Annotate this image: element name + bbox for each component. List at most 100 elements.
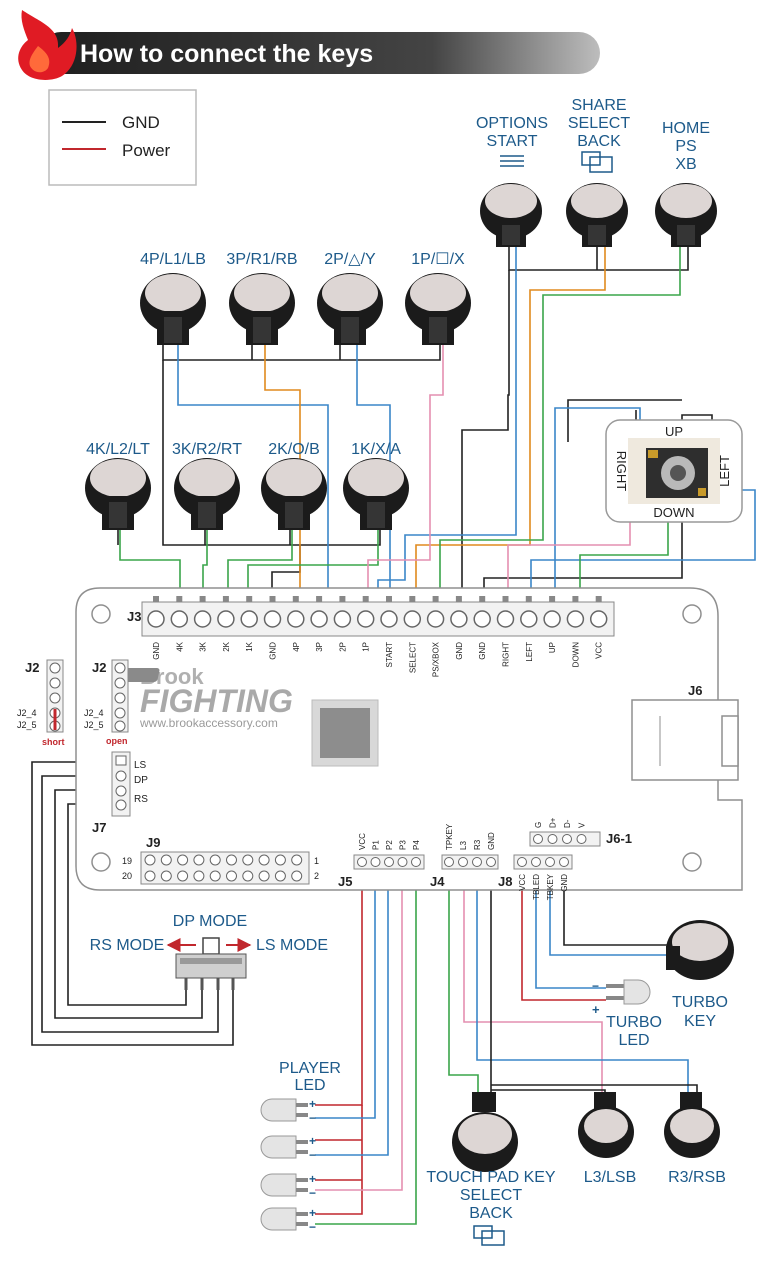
- j3-pin: [263, 610, 282, 628]
- row1-button-4[interactable]: [405, 273, 471, 345]
- home-label-2: PS: [675, 138, 696, 155]
- j2-short-pin5: J2_5: [17, 720, 37, 730]
- player-led-2: +−: [260, 1134, 316, 1162]
- j3-pin: [147, 610, 165, 628]
- header-bar: [40, 32, 600, 74]
- j9-pin: [226, 870, 237, 882]
- j2-short-state: short: [42, 737, 65, 747]
- led-plus-sign: +: [309, 1206, 316, 1220]
- j61pins-label: G: [534, 822, 543, 828]
- j9-pin: [258, 854, 270, 866]
- row2-buttons: [85, 458, 409, 530]
- j8pins-label: GND: [560, 874, 569, 892]
- joystick-up-label: UP: [665, 424, 683, 439]
- j9-pin: [193, 854, 205, 866]
- row1-label-3p: 3P/R1/RB: [226, 251, 297, 268]
- j3-pin-label: 2P: [338, 642, 347, 652]
- j4pins-pin: [486, 857, 496, 867]
- j9-pin: [177, 870, 189, 882]
- j2-open-label: J2: [92, 660, 106, 675]
- j2-short-pin4: J2_4: [17, 708, 37, 718]
- row1-button-2[interactable]: [229, 273, 295, 345]
- j5pins-pin: [384, 857, 394, 867]
- j3-pin-label: DOWN: [571, 642, 580, 668]
- led-minus-sign: −: [309, 1148, 316, 1162]
- share-button[interactable]: [566, 183, 628, 247]
- legend-gnd-label: GND: [122, 113, 160, 132]
- j4pins-pin: [444, 857, 454, 867]
- j3-pin: [403, 610, 422, 628]
- j9-pin: [160, 854, 172, 866]
- j3-pin: [496, 610, 515, 628]
- j3-pin-label: 2K: [222, 641, 231, 651]
- j3-pin-label: LEFT: [525, 642, 534, 662]
- touch-pad-label-2: SELECT: [460, 1187, 522, 1204]
- home-label-3: XB: [675, 156, 696, 173]
- j61pins-label: D-: [563, 819, 572, 828]
- j3-pin-label: 1P: [362, 642, 371, 652]
- j3-pin: [520, 610, 538, 628]
- j5pins-label: VCC: [358, 833, 367, 850]
- row1-button-1[interactable]: [140, 273, 206, 345]
- menu-icon: [500, 155, 524, 167]
- j9-pin: [274, 854, 286, 866]
- mode-switch[interactable]: DP MODE RS MODE LS MODE: [90, 913, 328, 990]
- touch-pad-label-3: BACK: [469, 1205, 513, 1222]
- j3-pin: [566, 610, 585, 628]
- j3-pin: [380, 610, 398, 628]
- j9-label: J9: [146, 835, 160, 850]
- j5pins-pin: [370, 857, 381, 867]
- option-button[interactable]: [480, 183, 542, 247]
- j8pins-label: TBKEY: [546, 873, 555, 900]
- row2-button-3[interactable]: [261, 458, 327, 530]
- j9-pin: [291, 854, 303, 866]
- j3-pin-label: PS/XBOX: [432, 641, 441, 677]
- player-leds: +−+−+−+−: [260, 1097, 316, 1234]
- j5pins-label: P2: [385, 840, 394, 850]
- j3-pin-label: 3K: [199, 641, 208, 651]
- j9-pin-2: 2: [314, 871, 319, 881]
- j5pins-pin: [411, 857, 421, 867]
- row1-button-3[interactable]: [317, 273, 383, 345]
- r3-button[interactable]: [664, 1092, 720, 1158]
- j61pins-pin: [576, 834, 587, 844]
- player-led-4: +−: [260, 1206, 316, 1234]
- brand-fighting: FIGHTING: [140, 683, 293, 719]
- home-button[interactable]: [655, 183, 717, 247]
- mode-rs-label: RS MODE: [90, 937, 165, 954]
- player-led-label-2: LED: [294, 1077, 325, 1094]
- j4pins-pin: [458, 857, 468, 867]
- j5pins-label: P4: [412, 840, 421, 850]
- legend-power-label: Power: [122, 141, 171, 160]
- j3-pin: [333, 610, 352, 628]
- j3-pin: [473, 610, 491, 628]
- row2-button-4[interactable]: [343, 458, 409, 530]
- turbo-led: − +: [592, 979, 651, 1017]
- j9-pin: [193, 870, 205, 882]
- j4pins-label: L3: [459, 841, 468, 850]
- bottom-labels: TOUCH PAD KEY SELECT BACK L3/LSB R3/RSB: [426, 1169, 726, 1246]
- joystick[interactable]: UP DOWN LEFT RIGHT: [605, 419, 743, 523]
- player-led-label-1: PLAYER: [279, 1060, 341, 1077]
- j3-pin: [170, 610, 189, 628]
- j8pins-label: VCC: [518, 874, 527, 891]
- windows-icon: [581, 151, 613, 173]
- row2-label-2k: 2K/O/B: [268, 441, 320, 458]
- l3-button[interactable]: [578, 1092, 634, 1158]
- j5pins-pin: [357, 857, 367, 867]
- share-label-3: BACK: [577, 133, 621, 150]
- options-label-2: START: [487, 133, 538, 150]
- j9-pin: [177, 854, 189, 866]
- row2-button-1[interactable]: [85, 458, 151, 530]
- row2-button-2[interactable]: [174, 458, 240, 530]
- j61pins-label: V: [578, 822, 587, 828]
- j9-pins: [144, 854, 303, 882]
- j9-pin: [209, 870, 221, 882]
- touch-pad-button[interactable]: [452, 1092, 518, 1172]
- turbo-key-button[interactable]: [666, 920, 734, 980]
